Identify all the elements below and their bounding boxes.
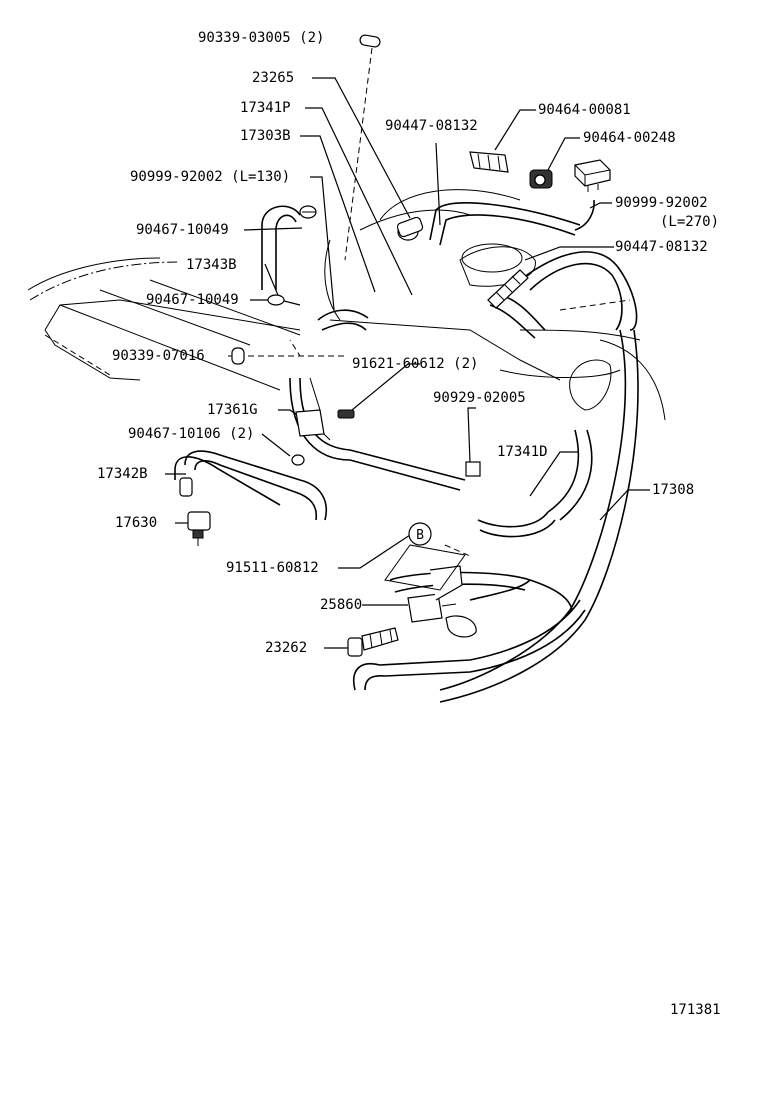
clip-90464-00081 — [469, 151, 509, 173]
label-90339-03005: 90339-03005 (2) — [198, 30, 325, 46]
clip-90447-08132-a — [487, 269, 529, 309]
label-17343B: 17343B — [186, 257, 237, 273]
plug-90339-07016 — [231, 347, 245, 365]
clamp-90467-10049-b — [267, 294, 285, 306]
label-17341P: 17341P — [240, 100, 291, 116]
label-90467-10049-a: 90467-10049 — [136, 222, 229, 238]
label-90467-10106: 90467-10106 (2) — [128, 426, 255, 442]
vsv-23265 — [396, 216, 424, 241]
engine-cover-outline — [27, 257, 301, 391]
label-17361G: 17361G — [207, 402, 258, 418]
label-90999-92002-l130: 90999-92002 (L=130) — [130, 169, 291, 185]
callout-B: B — [408, 522, 432, 546]
label-17308: 17308 — [652, 482, 695, 498]
callout-B-label: B — [416, 528, 424, 543]
vsv-17630 — [187, 511, 211, 546]
small-parts — [179, 34, 611, 657]
label-17342B: 17342B — [97, 466, 148, 482]
label-90999-92002-length: (L=270) — [660, 214, 720, 230]
label-23265: 23265 — [252, 70, 295, 86]
bolt-91621-60612 — [337, 409, 355, 419]
connector-box — [574, 159, 611, 192]
hoses — [174, 199, 639, 703]
clip-90929-02005 — [465, 461, 481, 477]
label-90464-00248: 90464-00248 — [583, 130, 676, 146]
clamp-90467-10049-a — [299, 205, 317, 219]
diagram-id: 171381 — [670, 1002, 721, 1018]
label-90467-10049-b: 90467-10049 — [146, 292, 239, 308]
label-17341D: 17341D — [497, 444, 548, 460]
hose-end-17342B — [179, 477, 193, 497]
label-17630: 17630 — [115, 515, 158, 531]
label-90929-02005: 90929-02005 — [433, 390, 526, 406]
bracket-17361G — [295, 377, 331, 441]
label-90999-92002-l270: 90999-92002 — [615, 195, 708, 211]
label-91511-60812: 91511-60812 — [226, 560, 319, 576]
label-25860: 25860 — [320, 597, 363, 613]
label-90447-08132-b: 90447-08132 — [615, 239, 708, 255]
intake-chamber-outline — [324, 189, 666, 421]
label-91621-60612: 91621-60612 (2) — [352, 356, 479, 372]
label-90339-07016: 90339-07016 — [112, 348, 205, 364]
sensor-23262 — [347, 627, 399, 657]
plug-90339-03005 — [359, 34, 381, 48]
label-17303B: 17303B — [240, 128, 291, 144]
bracket-91511-60812 — [384, 544, 466, 591]
vsv-25860 — [407, 565, 477, 638]
label-90464-00081: 90464-00081 — [538, 102, 631, 118]
clip-90464-00248 — [529, 169, 553, 189]
label-90447-08132-a: 90447-08132 — [385, 118, 478, 134]
clamp-90467-10106 — [291, 454, 305, 466]
label-23262: 23262 — [265, 640, 308, 656]
